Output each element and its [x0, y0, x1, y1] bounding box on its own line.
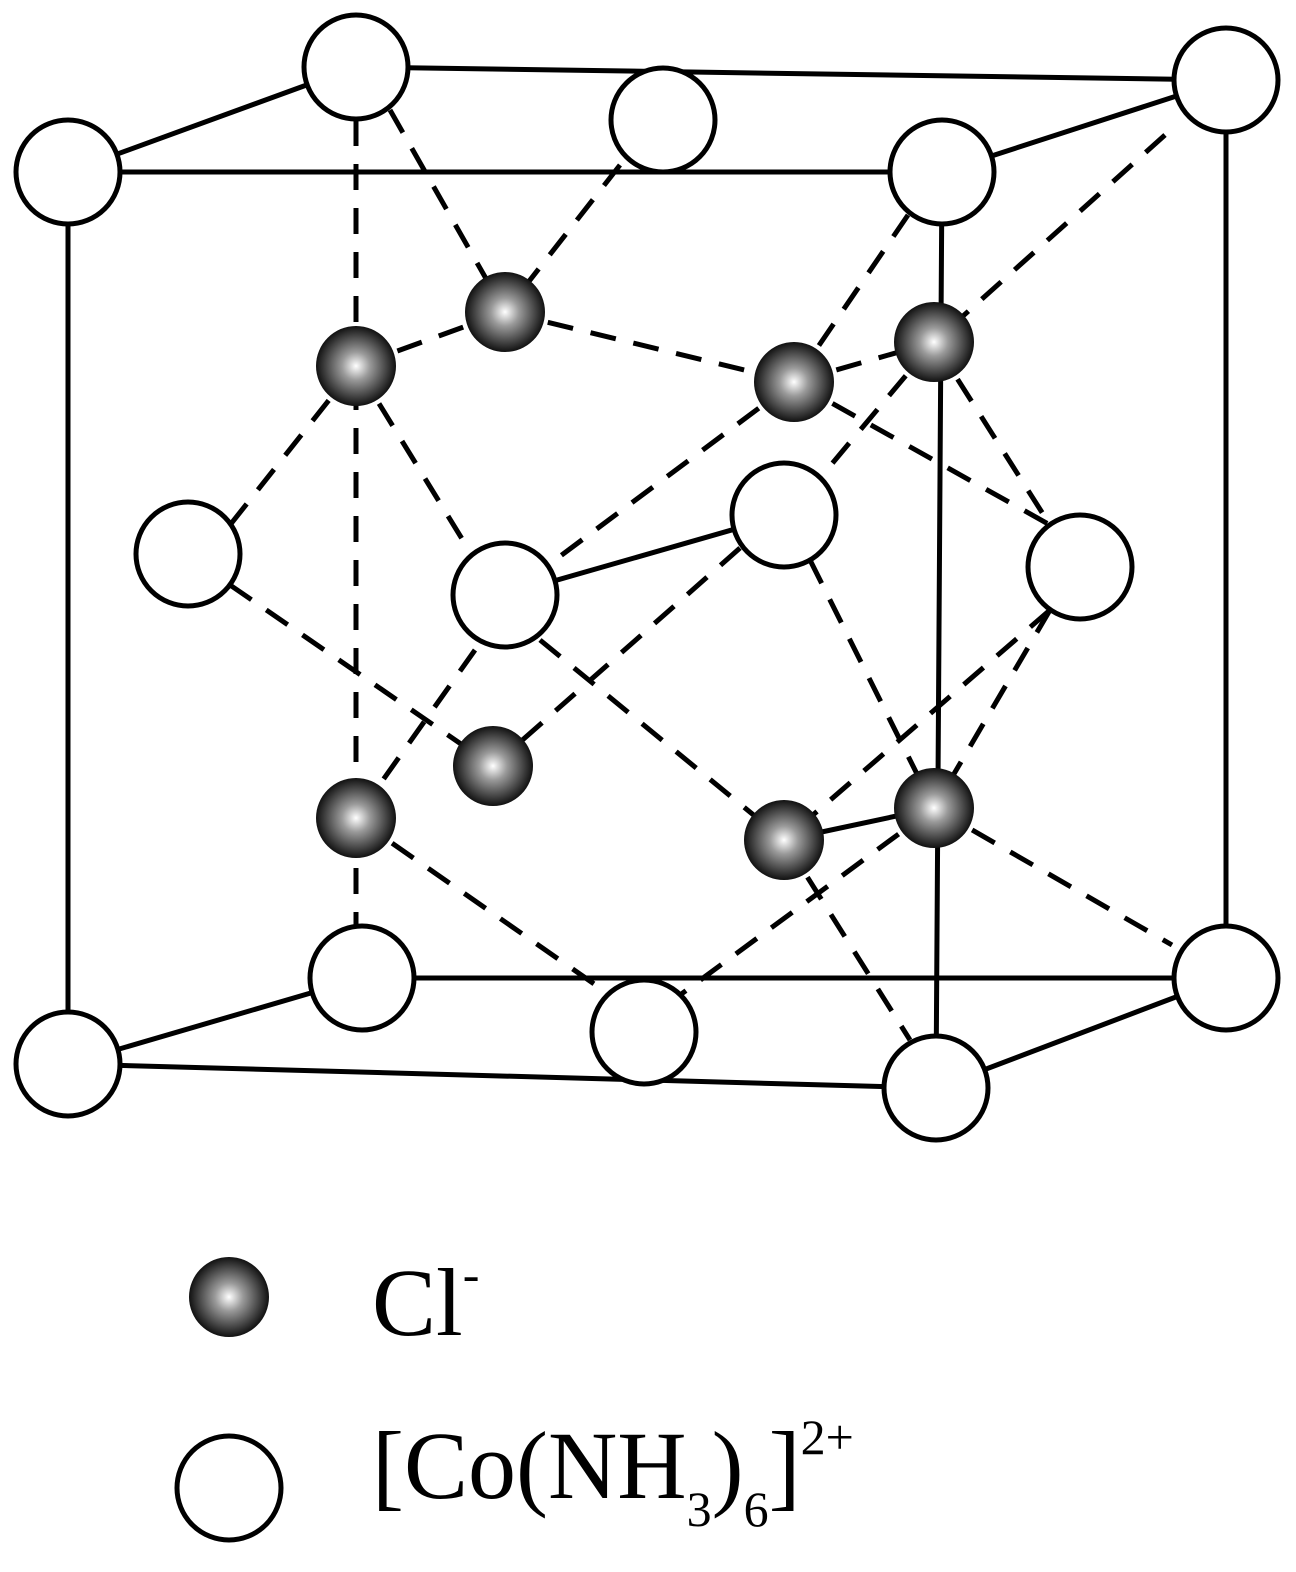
chloride-ion	[316, 778, 396, 858]
legend-chloride-label: Cl-	[372, 1249, 479, 1351]
cobalt-complex-ion	[887, 117, 997, 227]
chloride-symbol: Cl	[372, 1249, 463, 1356]
metal-symbol: Co	[403, 1412, 516, 1519]
chloride-ions	[316, 272, 974, 880]
cell-edge	[353, 64, 1229, 83]
dashed-line	[932, 133, 1167, 344]
open-bracket: [	[372, 1412, 404, 1519]
cobalt-complex-ion	[881, 1033, 991, 1143]
dashed-line	[932, 805, 1174, 948]
ligand-subscript: 3	[686, 1481, 712, 1537]
cobalt-complex-ion	[608, 65, 718, 175]
cobalt-complex-ion	[133, 499, 243, 609]
close-bracket: ]	[768, 1412, 801, 1519]
complex-charge: 2+	[800, 1409, 854, 1465]
chloride-ion	[744, 800, 824, 880]
chloride-ion	[754, 342, 834, 422]
ligand-formula: NH	[547, 1412, 687, 1519]
legend-symbols	[174, 1257, 284, 1543]
legend-chloride-symbol	[189, 1257, 269, 1337]
chloride-ion	[894, 768, 974, 848]
dashed-line	[504, 309, 795, 385]
dashed-line	[931, 340, 1053, 527]
cobalt-complex-ion	[1025, 512, 1135, 622]
cobalt-complex-ion	[13, 117, 123, 227]
dashed-line	[354, 815, 612, 998]
dashed-line	[818, 340, 936, 480]
legend-cobalt-label: [Co(NH3)6]2+	[372, 1412, 854, 1534]
chloride-ion	[453, 726, 533, 806]
dashed-line	[792, 379, 1052, 528]
dashed-line	[353, 648, 478, 820]
cobalt-complex-ion	[301, 12, 411, 122]
chloride-ion	[894, 302, 974, 382]
cobalt-complex-ion	[729, 460, 839, 570]
chloride-ion	[316, 326, 396, 406]
dashed-line	[781, 838, 913, 1042]
cobalt-complex-ion	[307, 923, 417, 1033]
chloride-charge: -	[462, 1246, 480, 1302]
cell-edge	[65, 1061, 939, 1091]
dashed-line	[228, 364, 358, 527]
legend-cobalt-symbol	[174, 1433, 284, 1543]
dashed-line	[228, 582, 495, 769]
cobalt-complex-ion	[1171, 923, 1281, 1033]
cobalt-complex-ions	[13, 12, 1281, 1143]
cobalt-complex-ion	[589, 977, 699, 1087]
dashed-line	[791, 213, 911, 384]
cobalt-complex-ion	[1171, 25, 1281, 135]
cobalt-complex-ion	[13, 1009, 123, 1119]
dashed-line	[491, 546, 742, 768]
dashed-line	[807, 558, 937, 810]
close-paren: )	[711, 1412, 744, 1519]
count-subscript: 6	[743, 1481, 769, 1537]
dashed-line	[553, 379, 796, 563]
dashed-line	[353, 364, 478, 562]
dashed-line	[538, 638, 786, 842]
dashed-line	[782, 608, 1052, 842]
chloride-ion	[465, 272, 545, 352]
dashed-line	[678, 805, 936, 998]
open-paren: (	[516, 1412, 548, 1519]
cobalt-complex-ion	[450, 540, 560, 650]
